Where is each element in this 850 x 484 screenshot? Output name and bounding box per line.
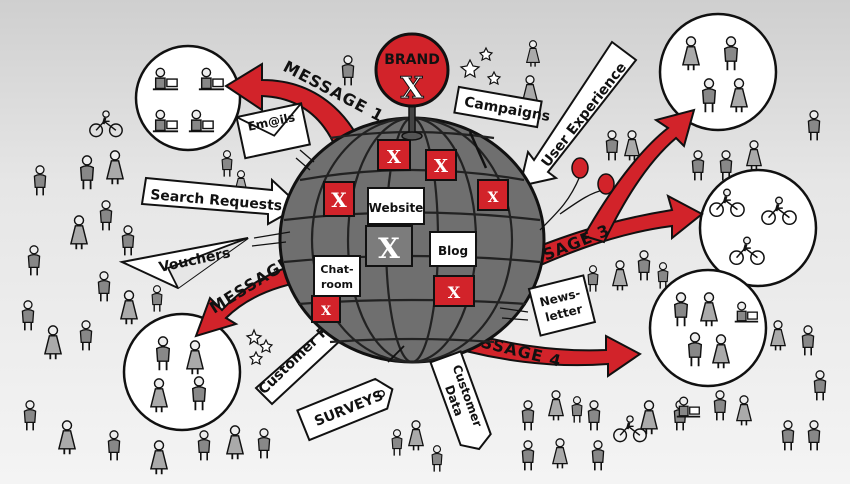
person-icon (27, 245, 41, 277)
search-requests-arrow: Search Requests (140, 176, 302, 226)
brand-x-sign: BRAND X (374, 32, 502, 141)
person-icon (571, 395, 583, 424)
person-icon (736, 395, 752, 427)
person-icon (807, 420, 821, 452)
audience-circle-top-left (134, 44, 242, 152)
globe-tile-x: X (425, 149, 457, 181)
person-icon (257, 428, 271, 460)
globe-tile-x: X (377, 139, 411, 171)
svg-text:X: X (331, 188, 347, 212)
person-icon (21, 300, 35, 332)
chatroom-tile: Chat- room (313, 255, 361, 297)
cyclist-icon (88, 110, 124, 138)
person-icon (591, 440, 605, 472)
sparkle-stars (459, 46, 502, 86)
person-icon (605, 130, 619, 162)
person-icon (221, 150, 233, 178)
person-icon (746, 140, 762, 172)
person-icon (408, 420, 424, 452)
person-icon (197, 430, 211, 462)
svg-text:Chat-: Chat- (320, 263, 353, 276)
svg-text:Website: Website (369, 201, 424, 215)
customer-data-tag: Customer Data (429, 350, 492, 451)
person-icon (552, 438, 568, 470)
person-icon (23, 400, 37, 432)
person-icon (691, 150, 705, 182)
user-experience-label: User Experience (539, 60, 630, 171)
svg-text:X: X (488, 190, 499, 206)
person-icon (612, 260, 628, 292)
person-icon (813, 370, 827, 402)
globe-tile-x-center: X (365, 225, 413, 267)
person-icon (770, 320, 786, 352)
person-icon (587, 400, 601, 432)
balloons (539, 157, 615, 231)
person-icon (58, 420, 76, 456)
brand-mark: X (400, 71, 424, 106)
person-icon (70, 215, 88, 251)
svg-text:X: X (434, 156, 448, 177)
cyclist-icon (612, 415, 648, 443)
globe-tile-x: X (311, 295, 341, 323)
emails-envelope: Em@ils (235, 102, 315, 171)
svg-text:room: room (321, 278, 353, 291)
person-icon (807, 110, 821, 142)
person-icon (106, 150, 124, 186)
svg-text:X: X (448, 283, 461, 302)
person-icon (526, 40, 540, 68)
svg-text:X: X (321, 304, 332, 319)
audience-circle-bottom-right (648, 268, 768, 388)
person-icon (107, 430, 121, 462)
person-icon (97, 270, 111, 303)
person-icon (341, 55, 355, 87)
surveys-tag: SURVEYS (296, 345, 405, 442)
person-icon (637, 250, 651, 282)
person-icon (657, 262, 669, 290)
person-icon (781, 420, 795, 452)
person-icon (521, 440, 535, 472)
person-icon (587, 265, 599, 293)
audience-circle-top-right (658, 12, 778, 132)
globe-tile-x: X (323, 181, 355, 217)
person-icon (801, 325, 815, 357)
person-icon (431, 445, 443, 473)
person-icon (624, 130, 640, 162)
person-icon (79, 320, 93, 352)
person-icon (33, 165, 47, 197)
svg-text:X: X (378, 232, 400, 265)
person-icon (79, 155, 95, 191)
person-icon (99, 200, 113, 232)
desk-worker-icon (675, 396, 702, 418)
person-icon (150, 440, 168, 476)
newsletter-paper: News- letter (499, 274, 597, 337)
person-icon (121, 225, 135, 257)
person-icon (226, 425, 244, 461)
person-icon (120, 290, 138, 326)
audience-circle-right (698, 168, 818, 288)
website-tile: Website (367, 187, 425, 225)
person-icon (548, 390, 564, 422)
blog-tile: Blog (429, 231, 477, 267)
person-icon (713, 390, 727, 422)
svg-text:X: X (387, 147, 401, 168)
person-icon (521, 400, 535, 432)
audience-circle-bottom-left (122, 312, 242, 432)
sparkle-stars-left (245, 328, 274, 366)
person-icon (44, 325, 62, 361)
svg-text:Blog: Blog (438, 244, 468, 258)
brand-title: BRAND (384, 52, 440, 68)
person-icon (391, 428, 403, 457)
person-icon (151, 285, 163, 313)
globe-tile-x: X (477, 179, 509, 211)
brand-globe: X X X X X X X Website (278, 116, 546, 364)
globe-tile-x: X (433, 275, 475, 307)
